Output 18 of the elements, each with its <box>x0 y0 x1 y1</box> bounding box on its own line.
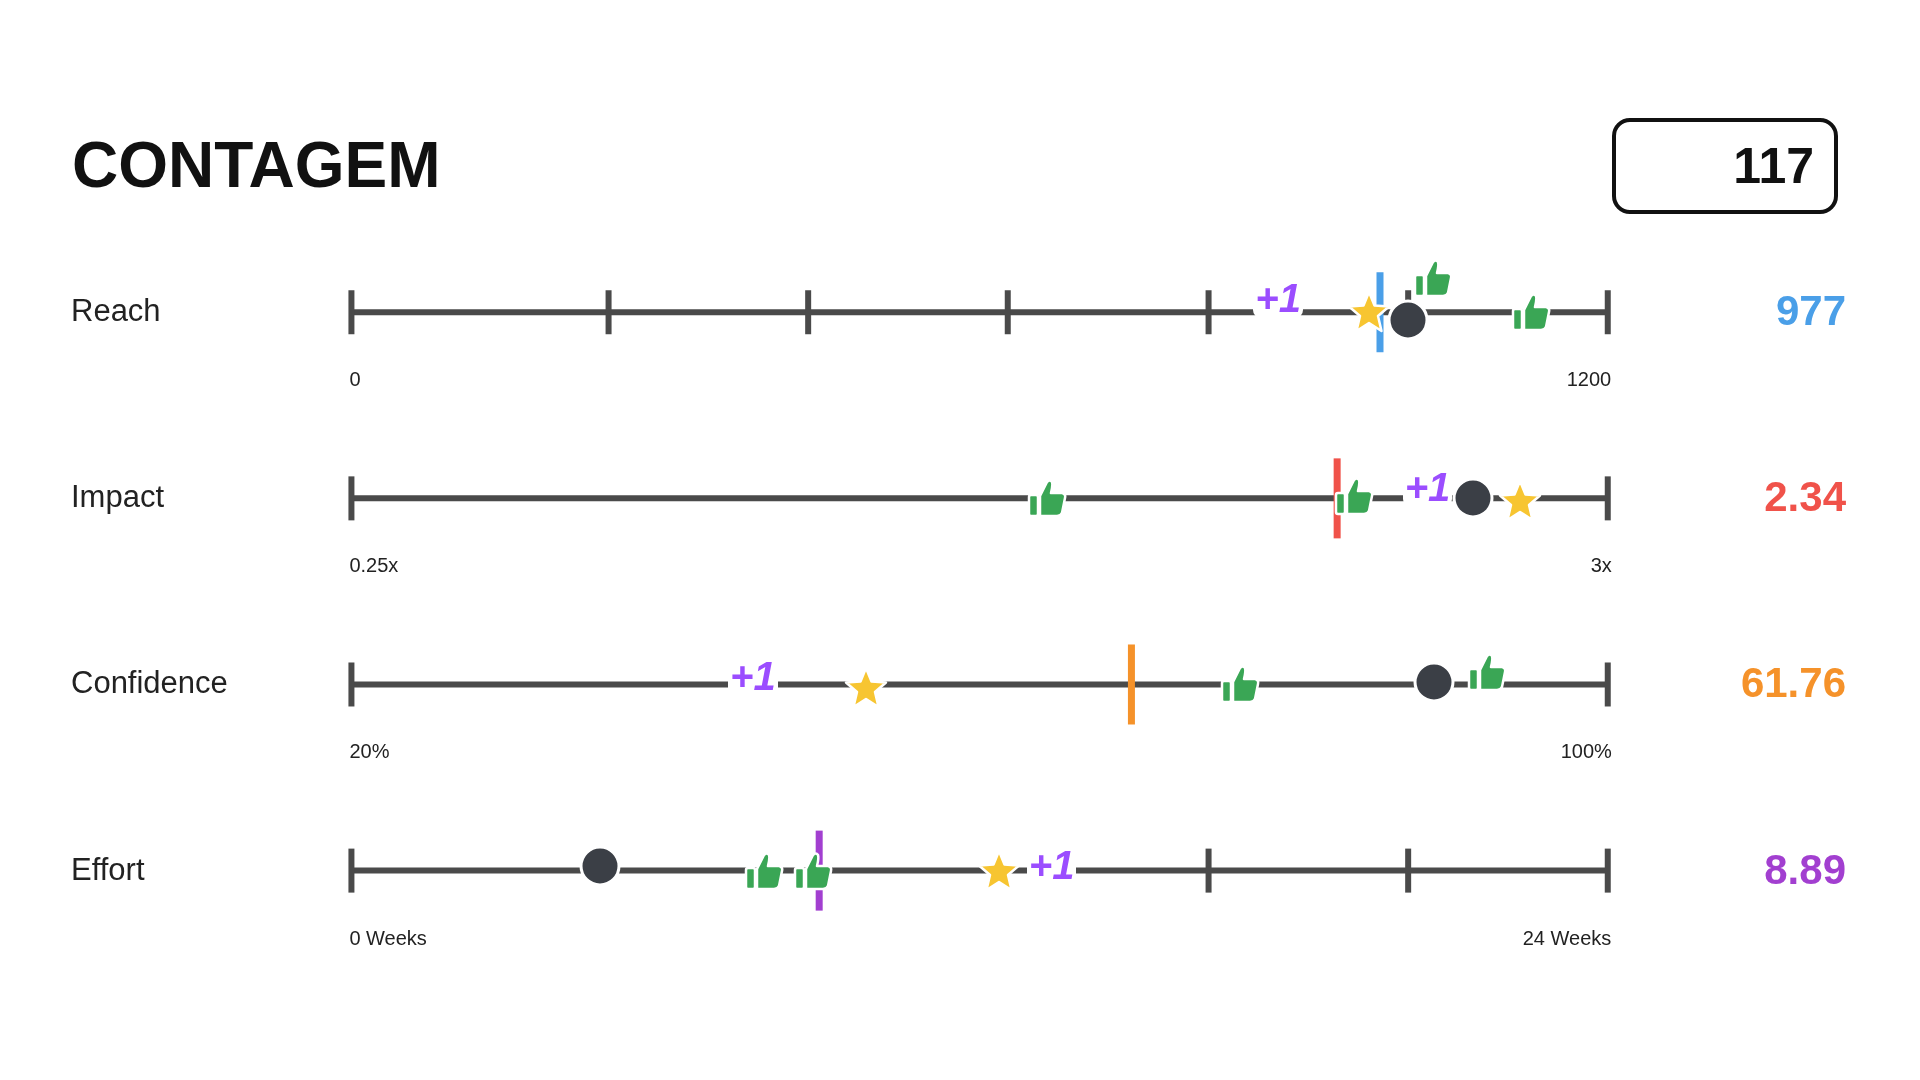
axis-max-label: 24 Weeks <box>1522 926 1612 950</box>
axis-min-label: 0 Weeks <box>349 926 427 950</box>
axis-min-label: 20% <box>349 740 390 764</box>
axis-max-label: 1200 <box>1566 368 1612 392</box>
axis-min-label: 0.25x <box>349 554 399 578</box>
title: CONTAGEM <box>72 128 441 202</box>
axis-max-label: 100% <box>1560 740 1612 764</box>
axis-min-label: 0 <box>349 368 361 392</box>
axis-max-label: 3x <box>1590 554 1612 578</box>
score-value: 8.89 <box>1763 845 1846 894</box>
row-label: Impact <box>71 479 165 516</box>
row-label: Confidence <box>71 665 228 702</box>
row-label: Effort <box>71 851 145 888</box>
row-label: Reach <box>71 293 161 330</box>
score-value: 61.76 <box>1739 659 1846 708</box>
score-box: 117 <box>1612 118 1838 214</box>
score-value: 2.34 <box>1763 473 1846 522</box>
score-value: 977 <box>1774 287 1846 336</box>
